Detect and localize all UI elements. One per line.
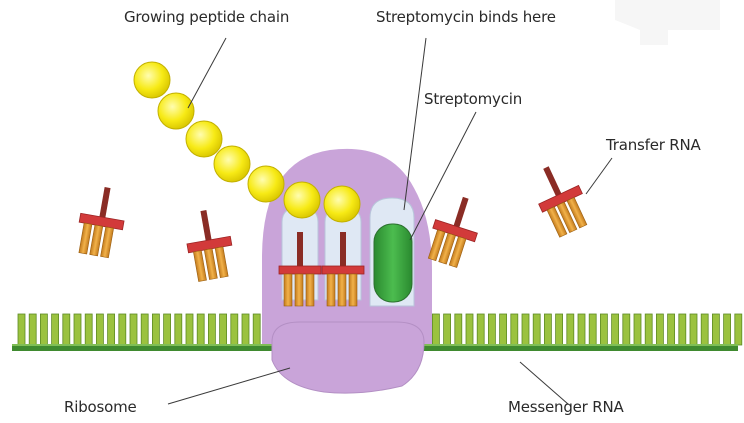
trna-crossbar <box>322 266 364 274</box>
messenger-rna-base <box>500 314 507 345</box>
messenger-rna-base <box>85 314 92 345</box>
trna-anticodon-base <box>349 274 357 306</box>
messenger-rna-base <box>455 314 462 345</box>
messenger-rna-base <box>164 314 171 345</box>
label-streptomycin-binds-here: Streptomycin binds here <box>376 8 556 26</box>
messenger-rna-base <box>668 314 675 345</box>
messenger-rna-base <box>52 314 59 345</box>
amino-acid-bead <box>324 186 360 222</box>
trna-anticodon-base <box>193 251 206 282</box>
messenger-rna-base <box>208 314 215 345</box>
messenger-rna-base <box>253 314 260 345</box>
messenger-rna-base <box>578 314 585 345</box>
ribosome-small-subunit <box>272 322 424 393</box>
messenger-rna-base <box>152 314 159 345</box>
trna-anticodon-base <box>284 274 292 306</box>
free-transfer-rna-3 <box>423 191 486 270</box>
trna-stem <box>340 232 346 270</box>
messenger-rna-base <box>40 314 47 345</box>
leader-line-peptide <box>188 38 226 108</box>
trna-stem <box>200 210 211 243</box>
label-transfer-rna: Transfer RNA <box>606 136 701 154</box>
messenger-rna-base <box>242 314 249 345</box>
messenger-rna-base <box>488 314 495 345</box>
trna-anticodon-base <box>306 274 314 306</box>
trna-anticodon-base <box>79 223 92 254</box>
messenger-rna-base <box>231 314 238 345</box>
messenger-rna-base <box>119 314 126 345</box>
trna-anticodon-base <box>101 227 114 258</box>
messenger-rna-base <box>533 314 540 345</box>
messenger-rna-base <box>18 314 25 345</box>
messenger-rna-base <box>511 314 518 345</box>
free-transfer-rna-4 <box>526 158 595 239</box>
label-streptomycin: Streptomycin <box>424 90 522 108</box>
messenger-rna-base <box>589 314 596 345</box>
messenger-rna-base <box>130 314 137 345</box>
amino-acid-bead <box>158 93 194 129</box>
leader-line-binding-site <box>404 38 426 210</box>
streptomycin-molecule <box>374 224 412 302</box>
messenger-rna-base <box>544 314 551 345</box>
trna-stem <box>99 187 110 220</box>
amino-acid-bead <box>284 182 320 218</box>
amino-acid-bead <box>186 121 222 157</box>
messenger-rna-base <box>432 314 439 345</box>
messenger-rna-base <box>701 314 708 345</box>
messenger-rna-base <box>679 314 686 345</box>
messenger-rna-base <box>645 314 652 345</box>
label-growing-peptide-chain: Growing peptide chain <box>124 8 289 26</box>
label-messenger-rna: Messenger RNA <box>508 398 624 416</box>
messenger-rna-base <box>690 314 697 345</box>
messenger-rna-base <box>466 314 473 345</box>
messenger-rna-base <box>556 314 563 345</box>
messenger-rna-base <box>220 314 227 345</box>
trna-stem <box>297 232 303 270</box>
messenger-rna-base <box>634 314 641 345</box>
growing-peptide-chain <box>134 62 360 222</box>
trna-anticodon-base <box>338 274 346 306</box>
messenger-rna-base <box>96 314 103 345</box>
messenger-rna-base <box>29 314 36 345</box>
messenger-rna-base <box>522 314 529 345</box>
amino-acid-bead <box>214 146 250 182</box>
leader-line-transfer-rna <box>586 158 612 194</box>
messenger-rna-base <box>623 314 630 345</box>
amino-acid-bead <box>134 62 170 98</box>
messenger-rna-base <box>197 314 204 345</box>
messenger-rna-base <box>444 314 451 345</box>
messenger-rna-base <box>108 314 115 345</box>
trna-crossbar <box>279 266 321 274</box>
messenger-rna-base <box>612 314 619 345</box>
messenger-rna-base <box>735 314 742 345</box>
messenger-rna-base <box>656 314 663 345</box>
label-ribosome: Ribosome <box>64 398 137 416</box>
messenger-rna-base <box>712 314 719 345</box>
trna-anticodon-base <box>204 249 217 280</box>
messenger-rna-base <box>567 314 574 345</box>
trna-stem <box>543 166 562 198</box>
leader-line-ribosome <box>168 368 290 404</box>
background-shape <box>615 0 720 45</box>
trna-anticodon-base <box>90 225 103 256</box>
free-transfer-rna-2 <box>182 207 237 283</box>
messenger-rna-base <box>74 314 81 345</box>
trna-anticodon-base <box>215 247 228 278</box>
trna-anticodon-base <box>295 274 303 306</box>
messenger-rna-base <box>600 314 607 345</box>
messenger-rna-base <box>186 314 193 345</box>
messenger-rna-base <box>175 314 182 345</box>
messenger-rna-base <box>477 314 484 345</box>
messenger-rna-base <box>724 314 731 345</box>
messenger-rna-base <box>63 314 70 345</box>
amino-acid-bead <box>248 166 284 202</box>
leader-line-streptomycin <box>410 112 476 240</box>
trna-anticodon-base <box>327 274 335 306</box>
free-transfer-rna-1 <box>74 184 129 260</box>
messenger-rna-base <box>141 314 148 345</box>
trna-stem <box>453 197 469 229</box>
